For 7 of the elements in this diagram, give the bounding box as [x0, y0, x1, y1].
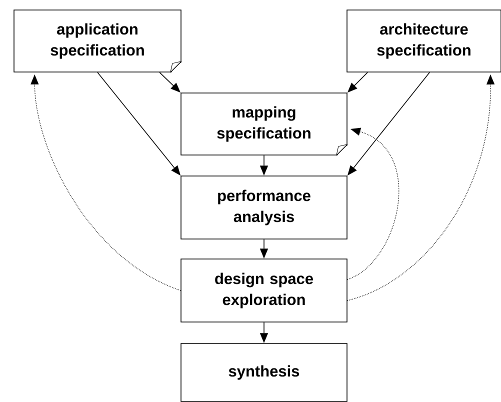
- process-box: design space exploration: [180, 258, 348, 322]
- process-box: synthesis: [180, 343, 348, 402]
- process-box: performance analysis: [180, 176, 348, 240]
- specification-box: architecture specification: [346, 10, 501, 72]
- specification-box: application specification: [14, 10, 182, 74]
- arrow: [347, 128, 400, 280]
- specification-box: mapping specification: [180, 92, 348, 156]
